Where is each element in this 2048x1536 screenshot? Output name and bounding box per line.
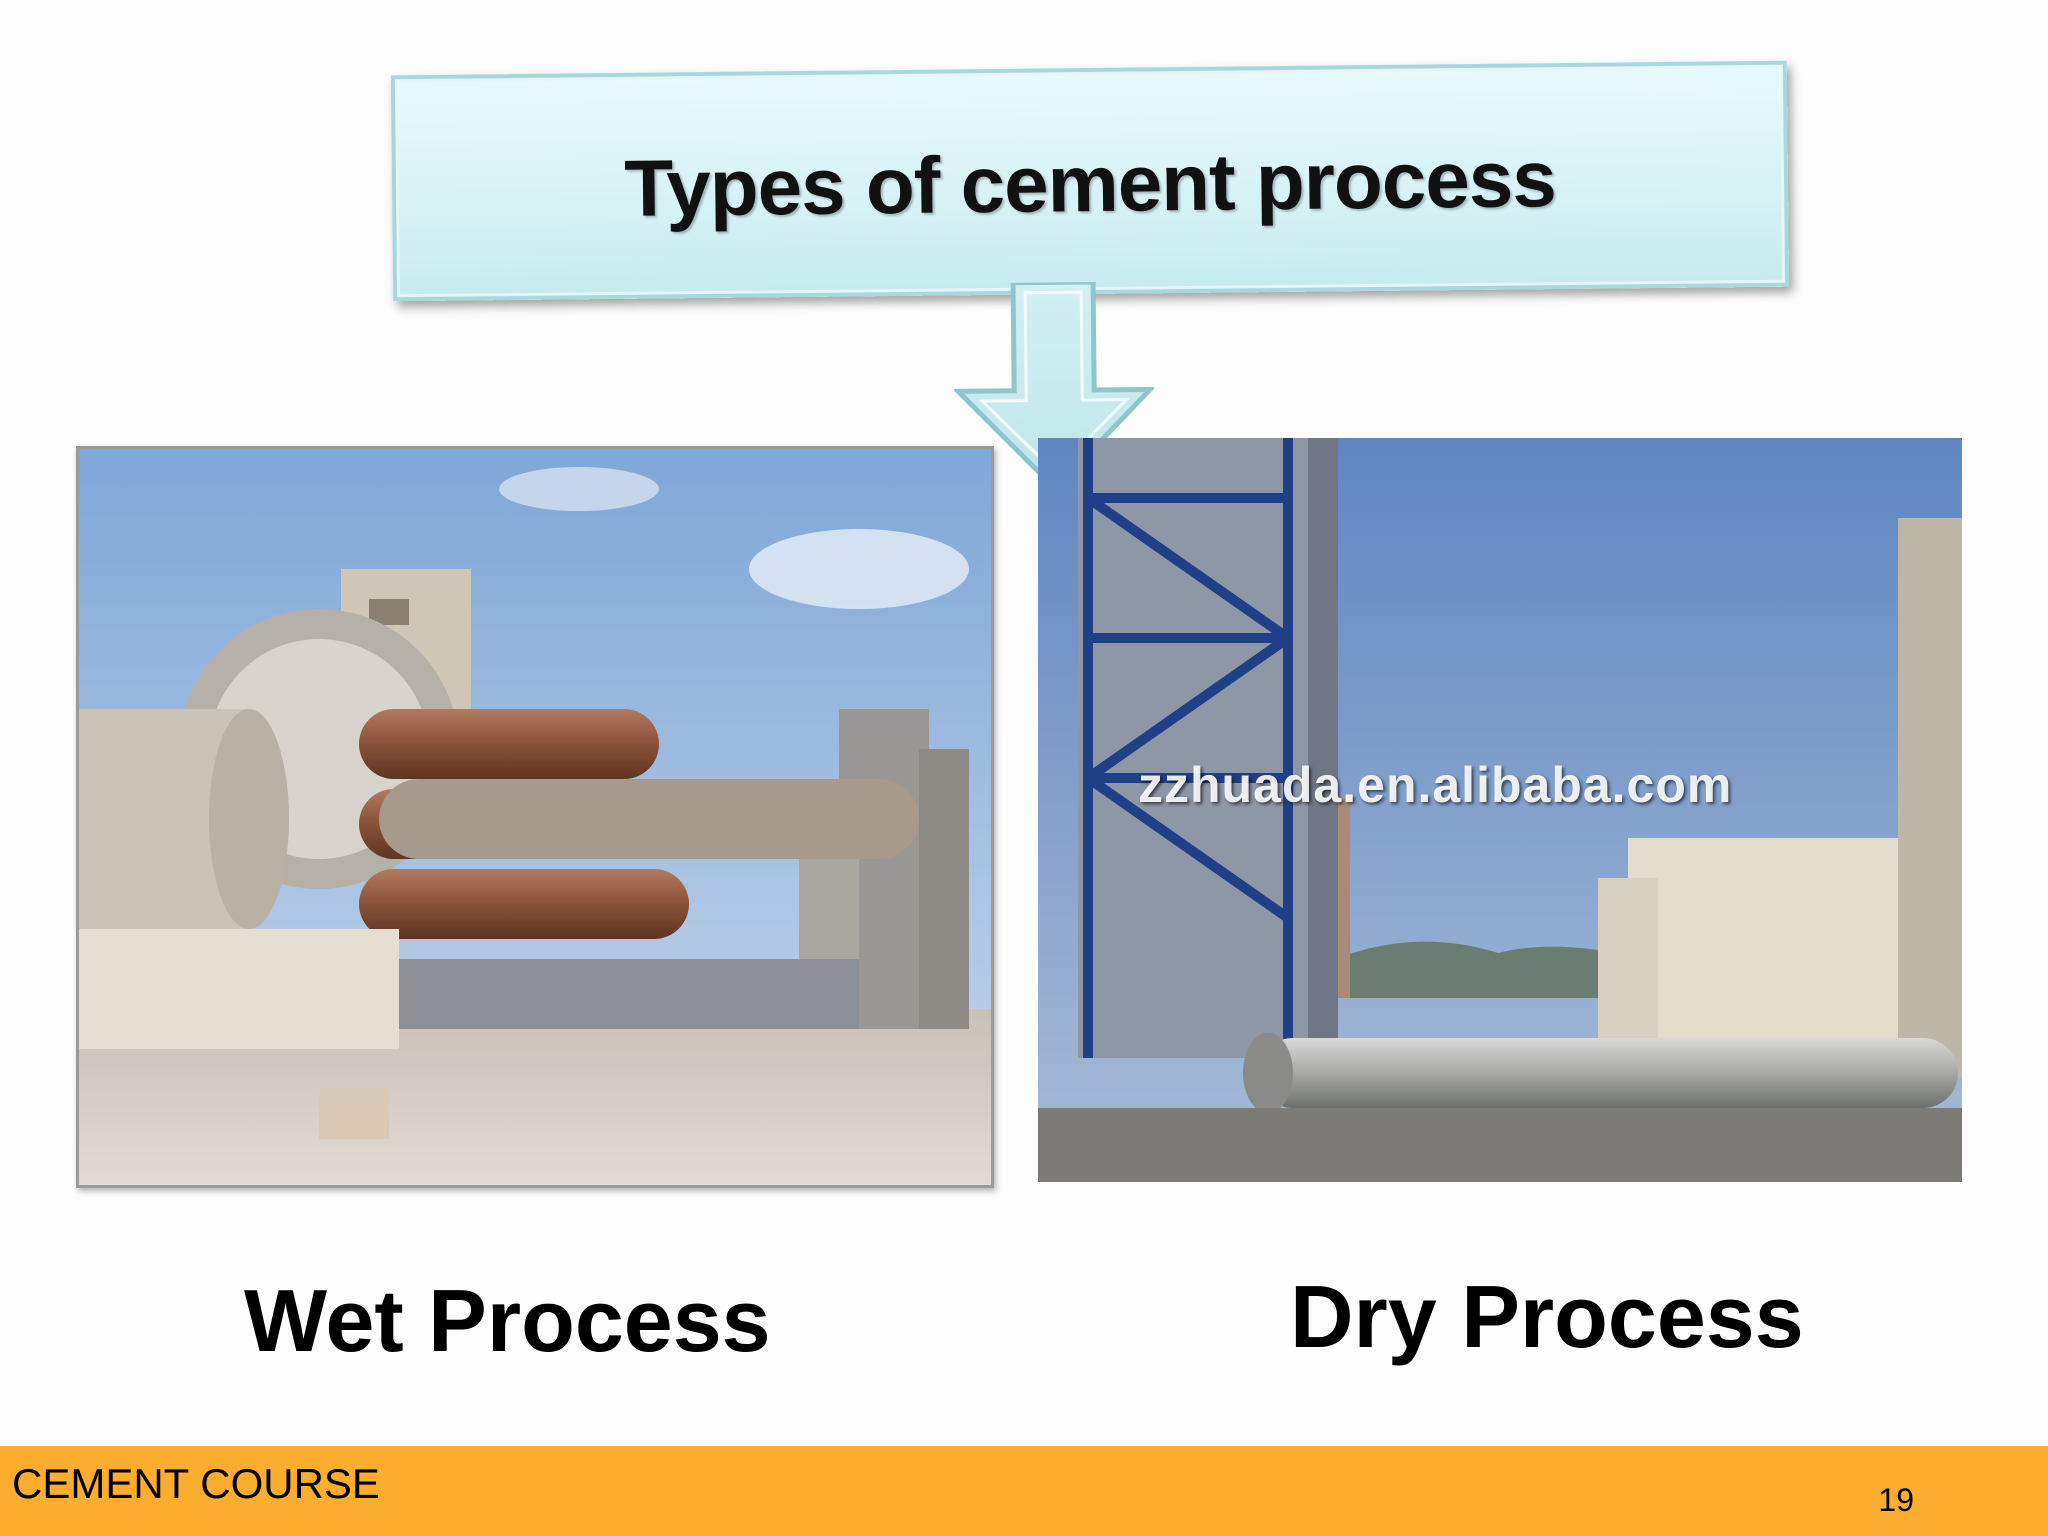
page-number: 19 bbox=[1878, 1482, 1914, 1518]
slide-title: Types of cement process bbox=[623, 134, 1557, 233]
wet-process-caption: Wet Process bbox=[244, 1271, 771, 1370]
footer-bar: CEMENT COURSE 19 bbox=[0, 1446, 2048, 1536]
dry-process-caption: Dry Process bbox=[1290, 1267, 1804, 1366]
image-watermark: zzhuada.en.alibaba.com bbox=[1138, 757, 1733, 813]
dry-process-photo: zzhuada.en.alibaba.com bbox=[1038, 438, 1962, 1182]
wet-process-photo bbox=[76, 446, 994, 1188]
title-callout: Types of cement process bbox=[390, 60, 1790, 492]
footer-course-label: CEMENT COURSE bbox=[12, 1460, 380, 1507]
